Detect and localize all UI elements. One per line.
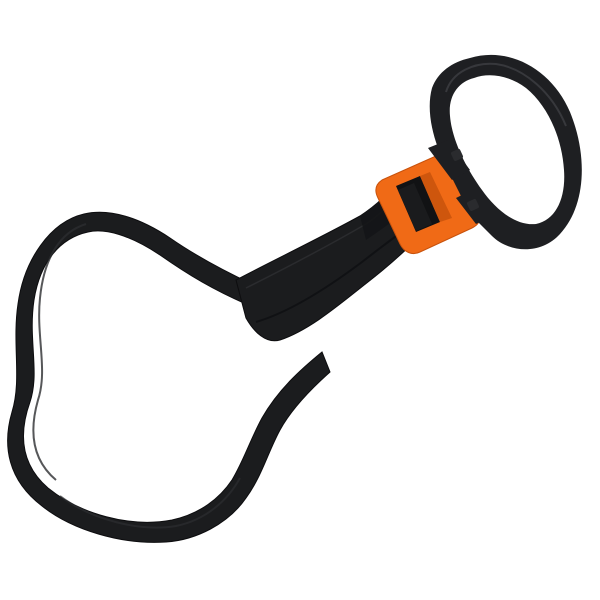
ring-handle-icon (428, 54, 582, 250)
strap-loop-icon (7, 211, 331, 543)
